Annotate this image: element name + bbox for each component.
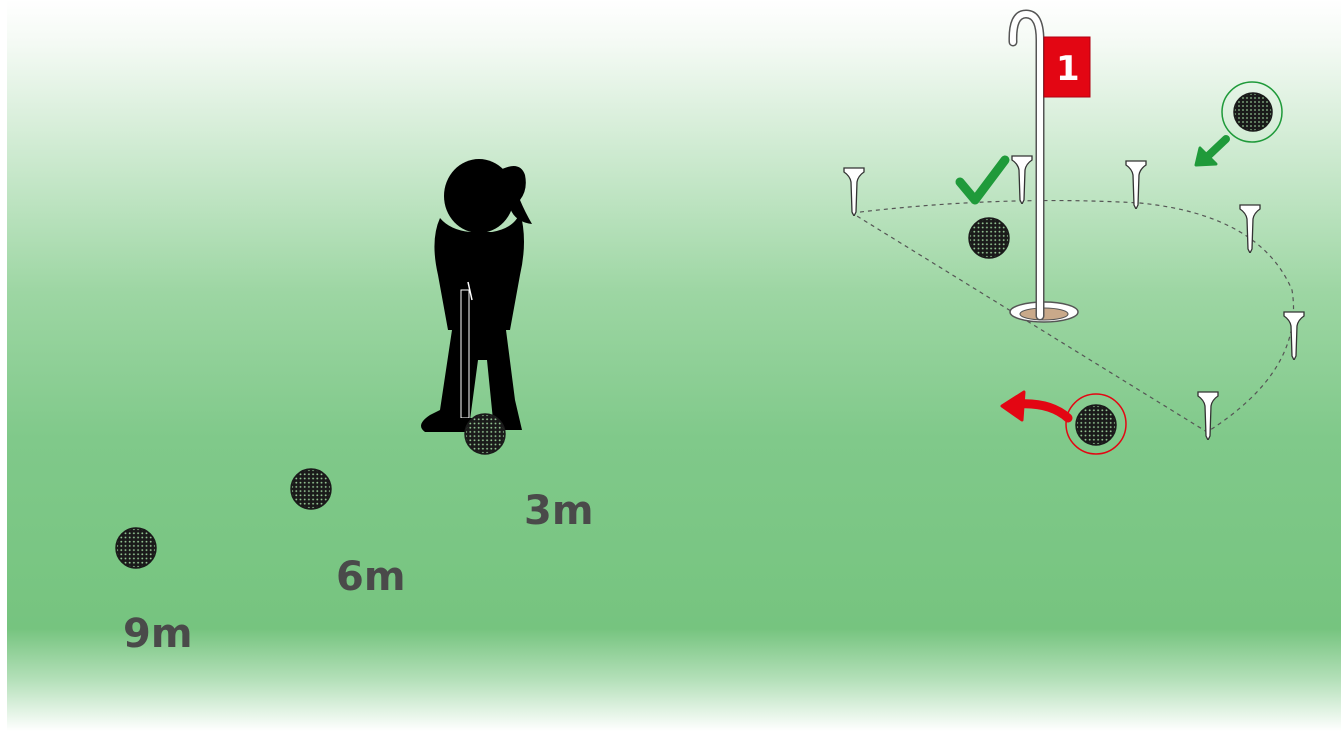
golf-ball-icon <box>969 218 1009 258</box>
golf-ball-icon <box>291 469 331 509</box>
distance-label-3m: 3m <box>524 488 594 534</box>
golf-ball-icon <box>1234 93 1272 131</box>
distance-label-6m: 6m <box>336 554 406 600</box>
distance-label-9m: 9m <box>123 611 193 657</box>
golf-ball-icon <box>116 528 156 568</box>
golf-ball-icon <box>1076 405 1116 445</box>
flag-number: 1 <box>1056 49 1080 89</box>
putting-green <box>7 0 1341 731</box>
golf-ball-icon <box>465 414 505 454</box>
